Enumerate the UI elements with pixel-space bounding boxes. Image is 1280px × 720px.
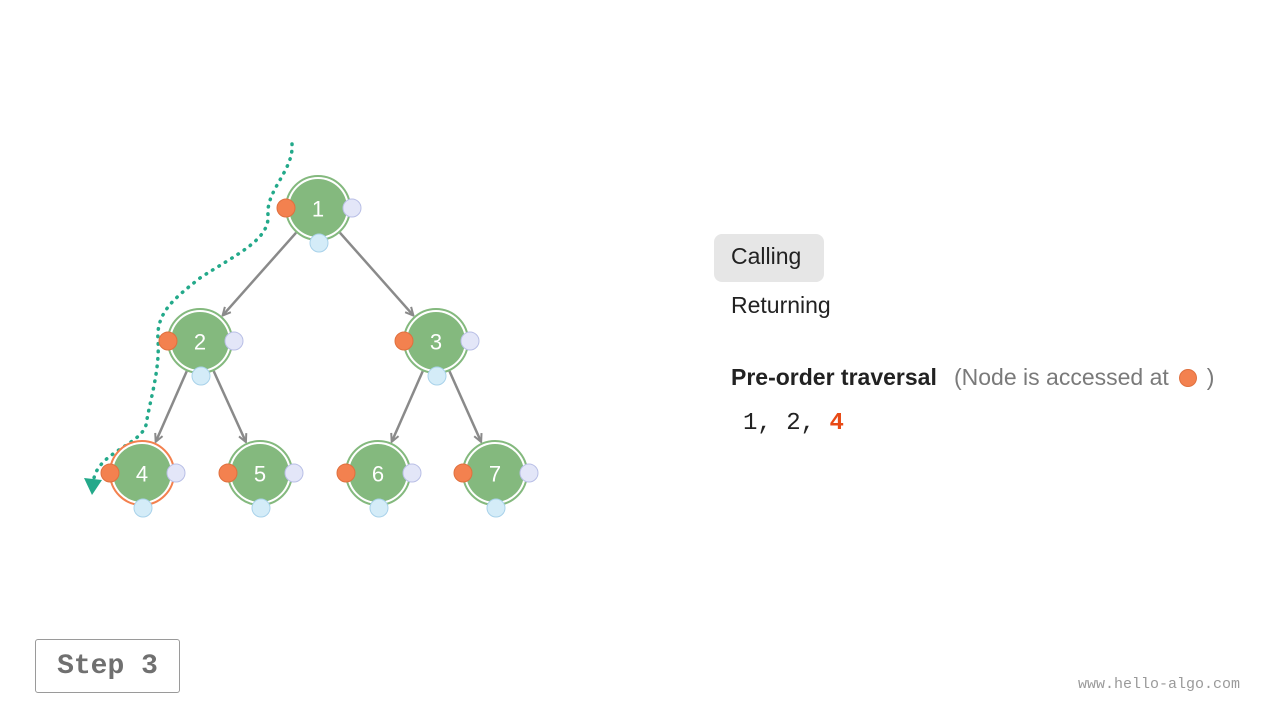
- in-order-dot: [191, 366, 211, 386]
- pre-order-dot: [453, 463, 473, 483]
- node-body: [466, 444, 524, 502]
- orange-dot-icon: [1178, 368, 1197, 387]
- pre-order-dot: [100, 463, 120, 483]
- node-body: [289, 179, 347, 237]
- pre-order-dot: [158, 331, 178, 351]
- in-order-dot: [251, 498, 271, 518]
- tree-node-7: 7: [453, 440, 539, 518]
- in-order-dot: [427, 366, 447, 386]
- in-order-dot: [133, 498, 153, 518]
- post-order-dot: [284, 463, 304, 483]
- post-order-dot: [166, 463, 186, 483]
- node-body: [231, 444, 289, 502]
- post-order-dot: [402, 463, 422, 483]
- traversal-path-arrowhead: [84, 478, 102, 495]
- post-order-dot: [460, 331, 480, 351]
- sequence-current-item: 4: [829, 410, 844, 437]
- node-label: 3: [430, 330, 442, 355]
- traversal-note-prefix: (Node is accessed at: [954, 364, 1169, 390]
- edge-n2-n4: [156, 370, 188, 441]
- edge-n3-n7: [448, 370, 480, 441]
- node-body: [171, 312, 229, 370]
- pre-order-dot: [336, 463, 356, 483]
- edge-n3-n6: [392, 370, 424, 441]
- post-order-dot: [342, 198, 362, 218]
- sequence-item: 1,: [743, 410, 787, 437]
- tree-node-3: 3: [394, 308, 480, 386]
- node-label: 5: [254, 462, 266, 487]
- pre-order-dot: [276, 198, 296, 218]
- edge-n1-n2: [223, 231, 298, 315]
- traversal-title: Pre-order traversal: [731, 364, 937, 390]
- in-order-dot: [486, 498, 506, 518]
- in-order-dot: [309, 233, 329, 253]
- traversal-note-suffix: ): [1206, 364, 1215, 390]
- node-label: 2: [194, 330, 206, 355]
- in-order-dot: [369, 498, 389, 518]
- tree-node-1: 1: [276, 175, 362, 253]
- legend-returning: Returning: [731, 292, 831, 318]
- node-label: 4: [136, 462, 148, 487]
- node-label: 6: [372, 462, 384, 487]
- node-body: [113, 444, 171, 502]
- tree-node-5: 5: [218, 440, 304, 518]
- post-order-dot: [519, 463, 539, 483]
- traversal-sequence: 1, 2, 4: [743, 410, 844, 437]
- traversal-path: [92, 142, 294, 480]
- node-body: [349, 444, 407, 502]
- node-label: 1: [312, 197, 324, 222]
- step-indicator: Step 3: [35, 639, 180, 693]
- pre-order-dot: [218, 463, 238, 483]
- tree-node-6: 6: [336, 440, 422, 518]
- sequence-item: 2,: [786, 410, 830, 437]
- watermark: www.hello-algo.com: [1077, 676, 1240, 693]
- node-body: [407, 312, 465, 370]
- pre-order-dot: [394, 331, 414, 351]
- tree-node-2: 2: [158, 308, 244, 386]
- legend-active-highlight: [714, 234, 824, 282]
- edge-n1-n3: [338, 231, 413, 315]
- traversal-note: (Node is accessed at ): [954, 364, 1214, 391]
- post-order-dot: [224, 331, 244, 351]
- edge-n2-n5: [212, 370, 246, 441]
- node-label: 7: [489, 462, 501, 487]
- tree-node-4: 4: [100, 440, 186, 518]
- legend-calling: Calling: [731, 243, 802, 269]
